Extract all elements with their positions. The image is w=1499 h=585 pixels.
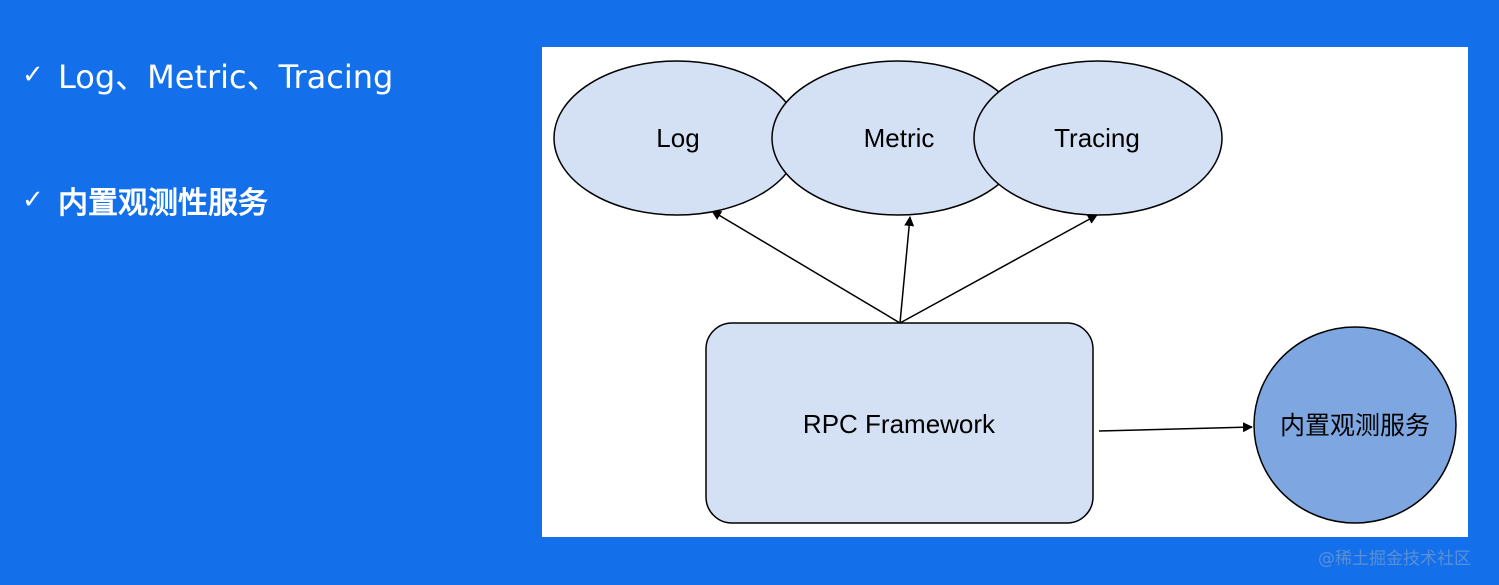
rpc-framework-label: RPC Framework [803,409,996,439]
bullet-builtin-observability: ✓ 内置观测性服务 [22,178,268,222]
architecture-diagram: Log Metric Tracing RPC Framework 内置观测服务 [542,47,1468,537]
tracing-node [973,60,1223,216]
log-label: Log [656,123,699,153]
metric-label: Metric [864,123,935,153]
check-icon: ✓ [22,60,44,90]
arrow-to-observability-service [1098,422,1253,433]
observability-service-label: 内置观测服务 [1280,411,1430,440]
bullet-log-metric-tracing: ✓ Log、Metric、Tracing [22,52,393,98]
diagram-canvas: Log Metric Tracing RPC Framework 内置观测服务 [553,60,1457,524]
arrow-to-log [711,210,901,324]
rpc-framework-node [705,322,1094,524]
site-watermark: @稀土掘金技术社区 [1318,549,1471,569]
bullet-text: 内置观测性服务 [58,186,268,221]
arrow-to-metric [899,216,915,324]
observability-service-node [1253,326,1457,524]
tracing-label: Tracing [1054,123,1140,153]
bullet-text: Log、Metric、Tracing [58,58,394,96]
arrow-to-tracing [899,214,1098,324]
check-icon: ✓ [22,185,44,215]
